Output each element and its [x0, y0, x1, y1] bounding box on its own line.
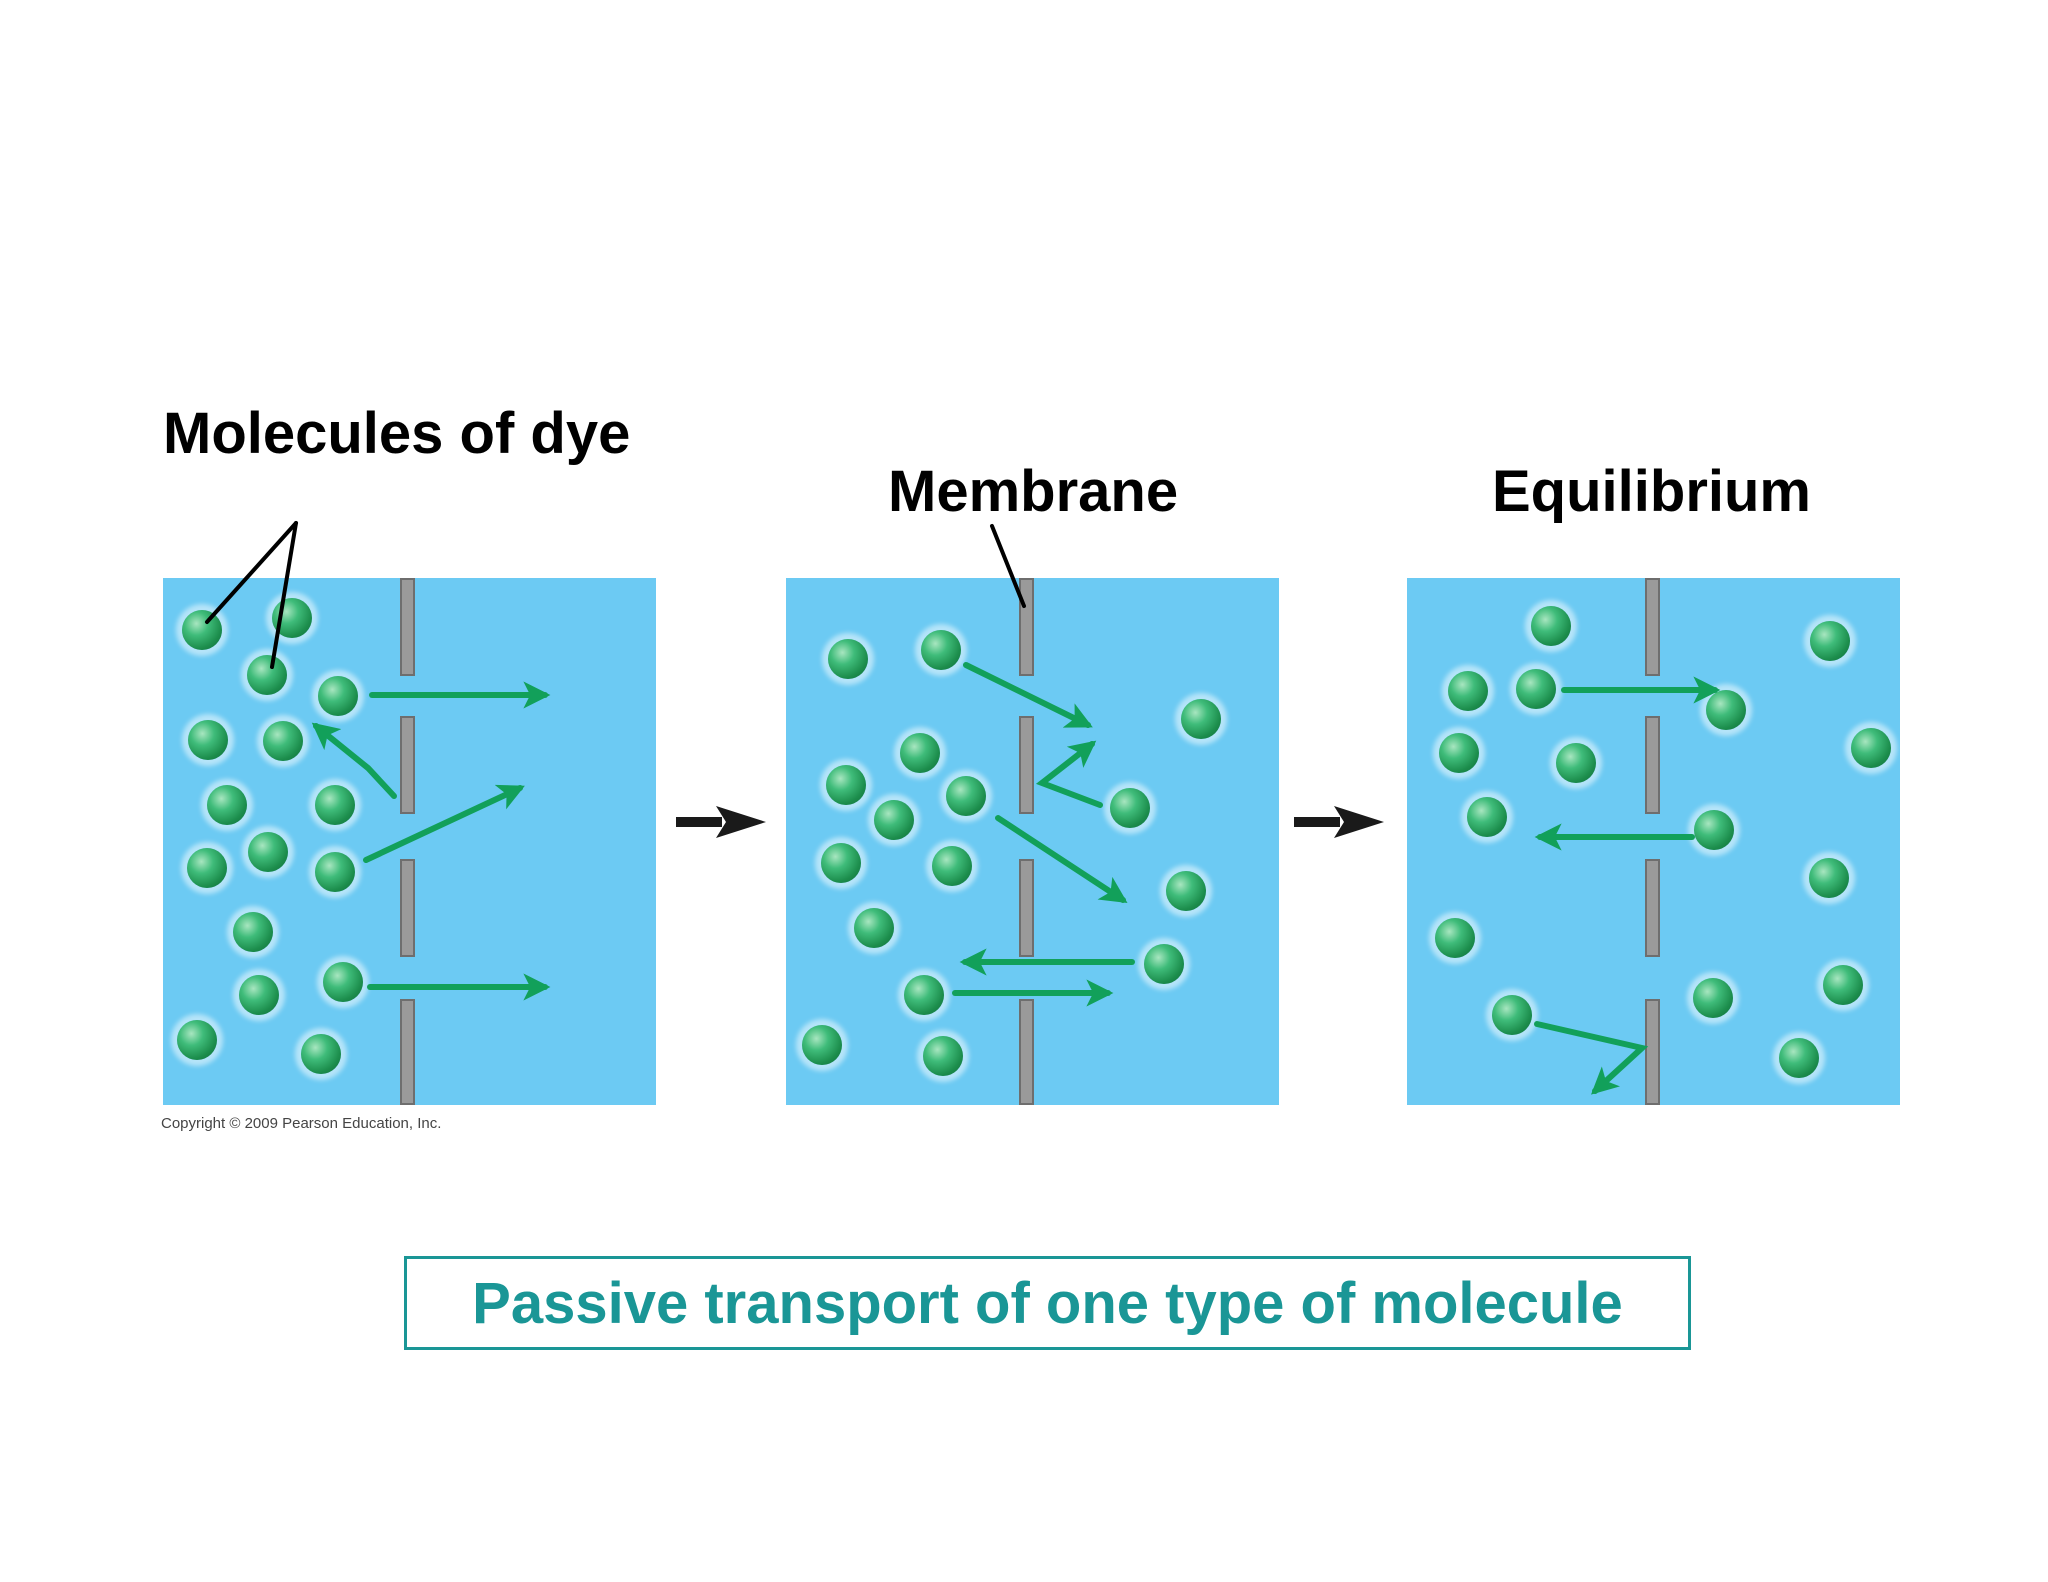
- dye-molecule: [177, 1020, 217, 1060]
- dye-molecule: [900, 733, 940, 773]
- membrane-segment: [400, 999, 415, 1105]
- dye-molecule: [932, 846, 972, 886]
- dye-molecule: [1110, 788, 1150, 828]
- dye-molecule: [1851, 728, 1891, 768]
- panel-equilibrium-state: [1407, 578, 1900, 1105]
- dye-molecule: [854, 908, 894, 948]
- dye-molecule: [1779, 1038, 1819, 1078]
- membrane-segment: [400, 859, 415, 957]
- dye-molecule: [188, 720, 228, 760]
- caption-box: Passive transport of one type of molecul…: [404, 1256, 1691, 1350]
- dye-molecule: [1556, 743, 1596, 783]
- dye-molecule: [946, 776, 986, 816]
- panel-initial-state: [163, 578, 656, 1105]
- dye-molecule: [315, 785, 355, 825]
- dye-molecule: [1694, 810, 1734, 850]
- membrane-segment: [400, 578, 415, 676]
- membrane-segment: [1645, 716, 1660, 814]
- right-arrow-icon: [676, 806, 766, 838]
- dye-molecule: [1809, 858, 1849, 898]
- dye-molecule: [874, 800, 914, 840]
- membrane-segment: [400, 716, 415, 814]
- dye-molecule: [247, 655, 287, 695]
- dye-molecule: [1516, 669, 1556, 709]
- dye-molecule: [1531, 606, 1571, 646]
- membrane-segment: [1645, 578, 1660, 676]
- dye-molecule: [1181, 699, 1221, 739]
- label-molecules-of-dye: Molecules of dye: [163, 401, 631, 466]
- dye-molecule: [1144, 944, 1184, 984]
- dye-molecule: [1823, 965, 1863, 1005]
- dye-molecule: [182, 610, 222, 650]
- dye-molecule: [263, 721, 303, 761]
- membrane-segment: [1019, 716, 1034, 814]
- dye-molecule: [315, 852, 355, 892]
- dye-molecule: [301, 1034, 341, 1074]
- membrane-segment: [1019, 999, 1034, 1105]
- copyright-notice: Copyright © 2009 Pearson Education, Inc.: [161, 1115, 442, 1132]
- dye-molecule: [923, 1036, 963, 1076]
- dye-molecule: [1435, 918, 1475, 958]
- dye-molecule: [318, 676, 358, 716]
- dye-molecule: [248, 832, 288, 872]
- dye-molecule: [1166, 871, 1206, 911]
- dye-molecule: [239, 975, 279, 1015]
- membrane-segment: [1645, 999, 1660, 1105]
- dye-molecule: [826, 765, 866, 805]
- dye-molecule: [904, 975, 944, 1015]
- dye-molecule: [1439, 733, 1479, 773]
- dye-molecule: [1448, 671, 1488, 711]
- membrane-segment: [1645, 859, 1660, 957]
- dye-molecule: [921, 630, 961, 670]
- dye-molecule: [1706, 690, 1746, 730]
- dye-molecule: [1810, 621, 1850, 661]
- dye-molecule: [802, 1025, 842, 1065]
- panel-diffusion-state: [786, 578, 1279, 1105]
- membrane-segment: [1019, 859, 1034, 957]
- dye-molecule: [821, 843, 861, 883]
- dye-molecule: [272, 598, 312, 638]
- caption-text: Passive transport of one type of molecul…: [472, 1270, 1623, 1336]
- dye-molecule: [1693, 978, 1733, 1018]
- dye-molecule: [323, 962, 363, 1002]
- dye-molecule: [207, 785, 247, 825]
- right-arrow-icon: [1294, 806, 1384, 838]
- label-equilibrium: Equilibrium: [1492, 459, 1811, 524]
- dye-molecule: [1492, 995, 1532, 1035]
- dye-molecule: [187, 848, 227, 888]
- dye-molecule: [233, 912, 273, 952]
- membrane-segment: [1019, 578, 1034, 676]
- label-membrane: Membrane: [888, 459, 1179, 524]
- dye-molecule: [828, 639, 868, 679]
- dye-molecule: [1467, 797, 1507, 837]
